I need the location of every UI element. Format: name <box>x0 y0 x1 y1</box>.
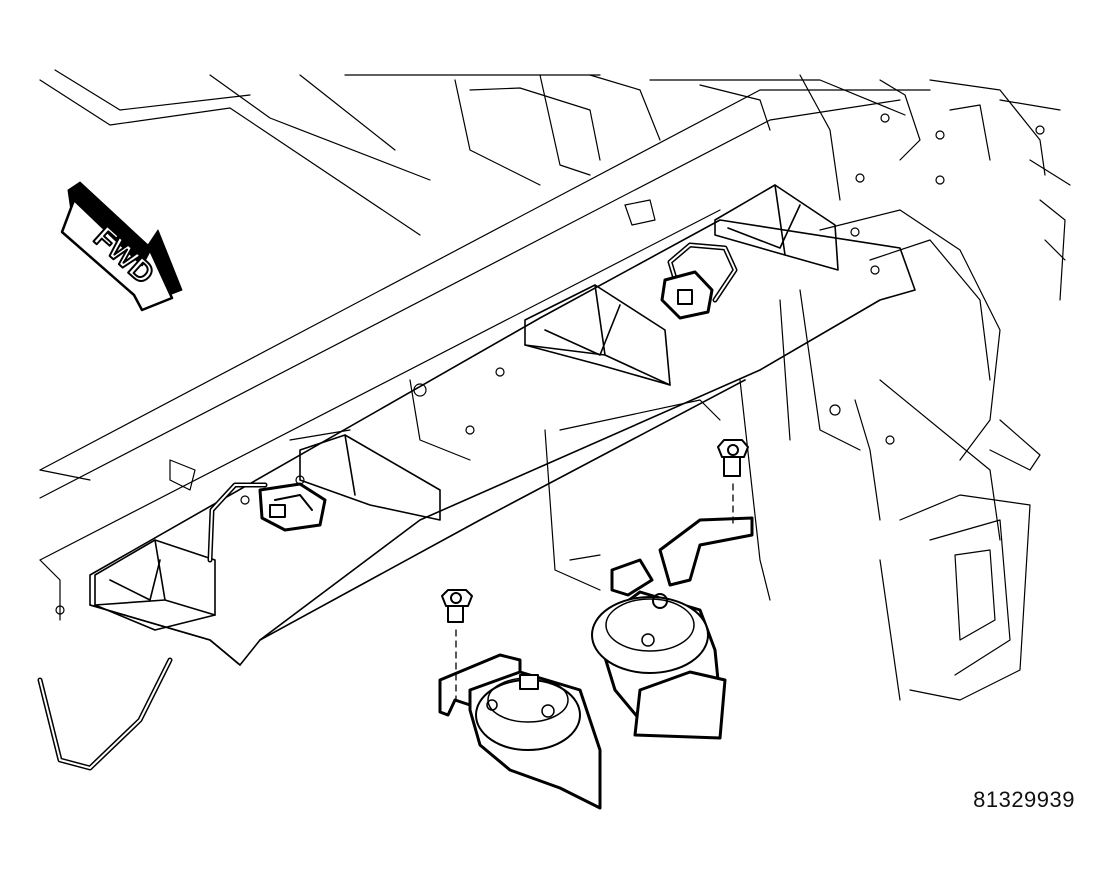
wiring-tube-inner <box>39 659 171 769</box>
horn-wiring-harness-right <box>660 242 738 320</box>
vehicle-body-structure <box>39 69 1071 701</box>
left-horn <box>438 653 602 810</box>
right-horn-bolt <box>717 439 749 526</box>
right-horn <box>591 516 754 740</box>
left-harness-connector <box>258 482 327 532</box>
fwd-arrow-icon: FWD <box>60 181 183 312</box>
left-horn-bolt <box>441 589 473 701</box>
crossmember-pockets <box>94 184 839 631</box>
front-crossmember <box>89 219 916 666</box>
horn-wiring-harness-left <box>207 482 327 563</box>
wiring-tube <box>37 657 173 771</box>
figure-number: 81329939 <box>973 787 1075 812</box>
right-harness-connector <box>660 270 714 320</box>
